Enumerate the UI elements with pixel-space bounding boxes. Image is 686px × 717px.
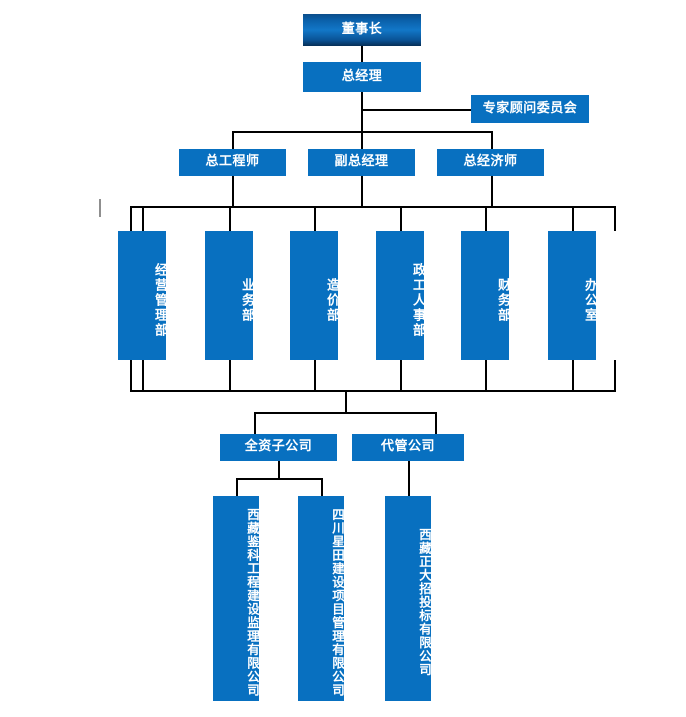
node-dept-finance-label: 财务部 (495, 278, 510, 323)
node-advisory-committee-label: 专家顾问委员会 (482, 100, 578, 116)
connector-to-sub-jianke (236, 478, 238, 496)
connector-deputy-gm-drop (361, 176, 363, 207)
connector-departments-top-bus (130, 206, 616, 208)
node-dept-business[interactable]: 业务部 (205, 231, 254, 360)
connector-managed-drop (408, 461, 410, 496)
node-wholly-owned[interactable]: 全资子公司 (220, 434, 337, 461)
node-sub-xingtian-label: 四川星田建设项目管理有限公司 (330, 508, 345, 697)
node-chairman-label: 董事长 (341, 21, 383, 37)
gray-tick-marker (99, 199, 101, 217)
connector-dept-personnel-drop (400, 360, 402, 391)
connector-chief-economist-drop (491, 176, 493, 207)
node-sub-jianke-label: 西藏鉴科工程建设监理有限公司 (245, 508, 260, 697)
connector-wholly-owned-bus (236, 478, 322, 480)
connector-dept-bus-right-edge (614, 206, 616, 231)
connector-to-chief-engineer (232, 131, 234, 149)
connector-to-subsidiary-trunk (345, 390, 347, 413)
node-chief-economist-label: 总经济师 (463, 154, 518, 170)
connector-to-deputy-gm (361, 131, 363, 149)
connector-to-dept-office (572, 206, 574, 231)
connector-to-wholly-owned (254, 412, 256, 434)
node-dept-personnel-label: 政工人事部 (410, 263, 425, 338)
connector-dept-office-drop (572, 360, 574, 391)
node-sub-zhengda[interactable]: 西藏正大招投标有限公司 (385, 496, 432, 701)
node-chairman[interactable]: 董事长 (303, 14, 421, 46)
node-dept-office-label: 办公室 (582, 278, 597, 323)
node-advisory-committee[interactable]: 专家顾问委员会 (471, 95, 589, 123)
node-dept-cost[interactable]: 造价部 (290, 231, 339, 360)
connector-to-dept-finance (485, 206, 487, 231)
connector-chief-engineer-drop (232, 176, 234, 207)
node-dept-finance[interactable]: 财务部 (461, 231, 510, 360)
connector-gm-to-advisory (361, 109, 471, 111)
connector-chairman-to-gm (361, 46, 363, 63)
connector-dept-business-drop (229, 360, 231, 391)
node-sub-zhengda-label: 西藏正大招投标有限公司 (417, 528, 432, 677)
connector-to-dept-personnel (400, 206, 402, 231)
node-dept-cost-label: 造价部 (324, 278, 339, 323)
connector-to-chief-economist (491, 131, 493, 149)
node-chief-engineer-label: 总工程师 (205, 154, 260, 170)
node-dept-business-label: 业务部 (239, 278, 254, 323)
node-chief-engineer[interactable]: 总工程师 (179, 149, 286, 176)
connector-dept-operations-drop (142, 360, 144, 391)
connector-wholly-owned-drop (278, 461, 280, 479)
node-deputy-general-manager[interactable]: 副总经理 (308, 149, 415, 176)
connector-to-dept-business (229, 206, 231, 231)
node-managed[interactable]: 代管公司 (352, 434, 464, 461)
node-dept-operations-label: 经营管理部 (152, 263, 167, 338)
node-deputy-general-manager-label: 副总经理 (334, 154, 389, 170)
node-wholly-owned-label: 全资子公司 (244, 439, 313, 455)
connector-dept-bottom-left-edge (130, 360, 132, 391)
connector-dept-bus-left-edge (130, 206, 132, 231)
connector-dept-cost-drop (314, 360, 316, 391)
connector-to-dept-cost (314, 206, 316, 231)
node-dept-personnel[interactable]: 政工人事部 (376, 231, 425, 360)
connector-dept-bottom-right-edge (614, 360, 616, 391)
node-sub-xingtian[interactable]: 四川星田建设项目管理有限公司 (298, 496, 345, 701)
node-dept-operations[interactable]: 经营管理部 (118, 231, 167, 360)
connector-to-dept-operations (142, 206, 144, 231)
node-managed-label: 代管公司 (380, 439, 435, 455)
connector-subsidiary-bus (254, 412, 436, 414)
node-chief-economist[interactable]: 总经济师 (437, 149, 544, 176)
connector-gm-trunk (361, 92, 363, 132)
node-general-manager[interactable]: 总经理 (303, 62, 421, 92)
node-general-manager-label: 总经理 (341, 68, 383, 84)
node-sub-jianke[interactable]: 西藏鉴科工程建设监理有限公司 (213, 496, 260, 701)
connector-departments-bottom-bus (130, 390, 616, 392)
connector-to-sub-xingtian (321, 478, 323, 496)
connector-to-managed (435, 412, 437, 434)
node-dept-office[interactable]: 办公室 (548, 231, 597, 360)
connector-dept-finance-drop (485, 360, 487, 391)
